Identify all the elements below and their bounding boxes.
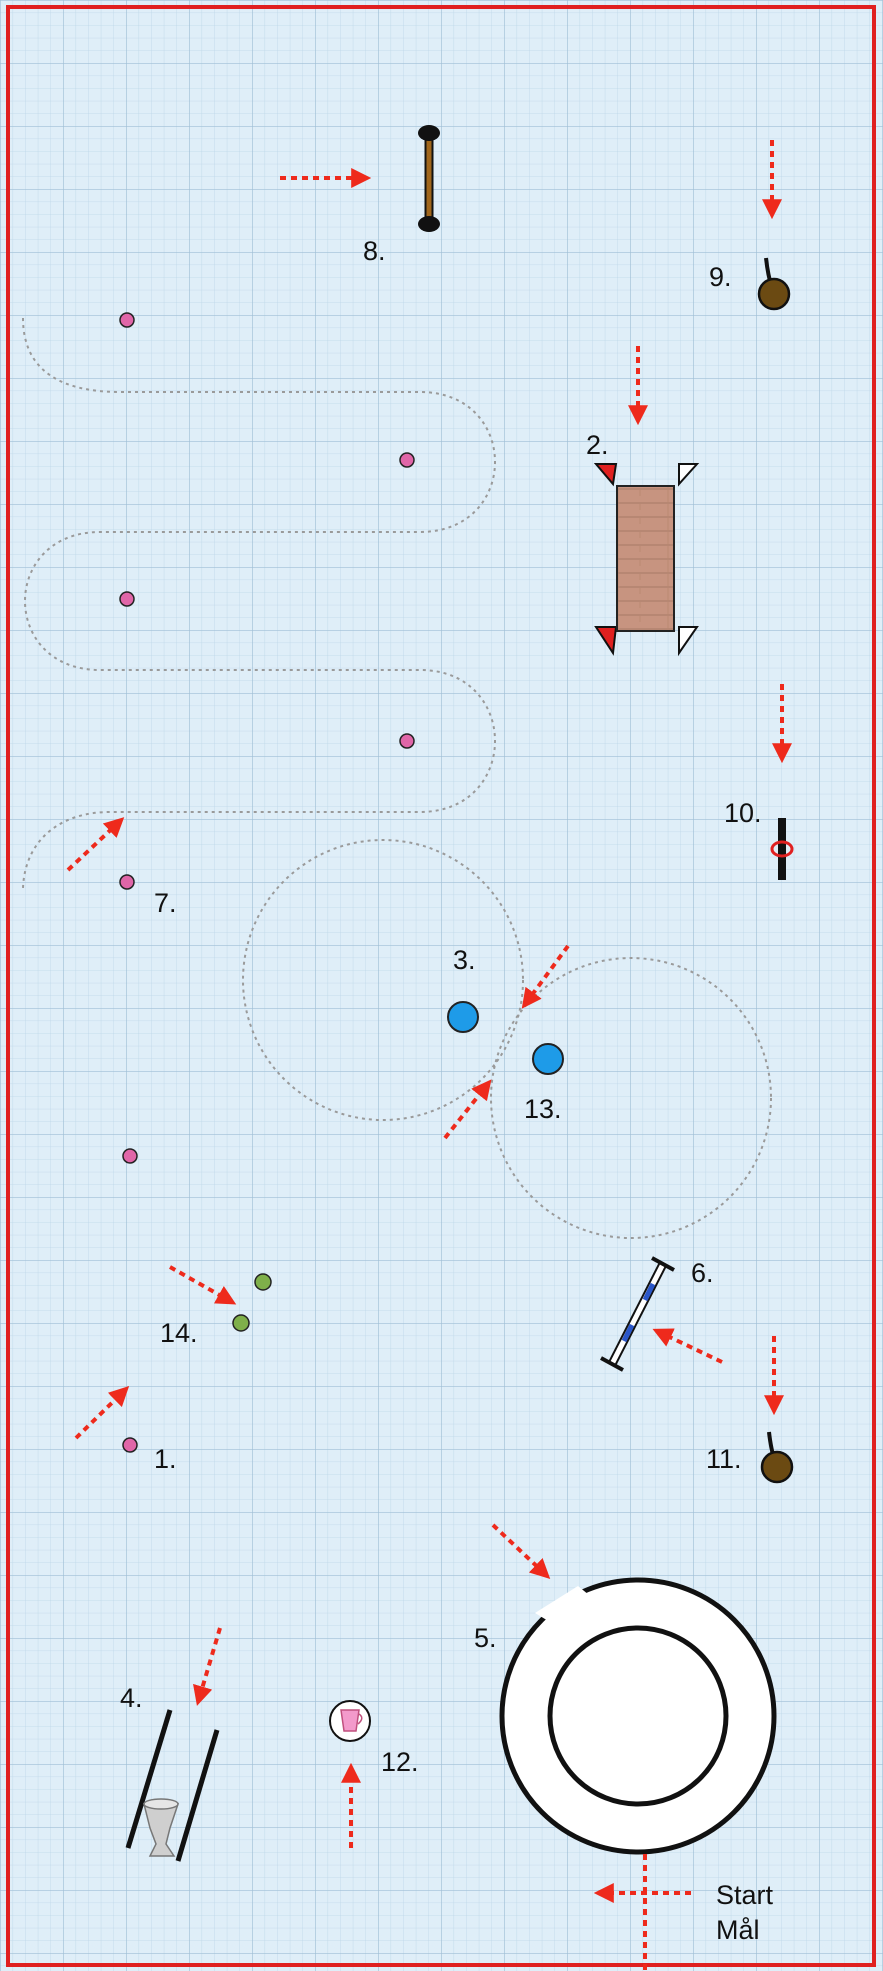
- cone-icon: [123, 1149, 137, 1163]
- label-start: Start: [716, 1880, 774, 1910]
- cone-icon: [120, 592, 134, 606]
- label-obstacle-2: 2.: [586, 430, 609, 460]
- marker-green: [255, 1274, 271, 1290]
- label-obstacle-5: 5.: [474, 1623, 497, 1653]
- label-obstacle-1: 1.: [154, 1444, 177, 1474]
- cone-icon: [400, 734, 414, 748]
- label-obstacle-11: 11.: [706, 1444, 742, 1474]
- label-finish: Mål: [716, 1915, 760, 1945]
- cone-icon: [120, 313, 134, 327]
- label-obstacle-4: 4.: [120, 1683, 143, 1713]
- marker-green: [233, 1315, 249, 1331]
- cone-icon: [400, 453, 414, 467]
- label-obstacle-8: 8.: [363, 236, 386, 266]
- label-obstacle-9: 9.: [709, 262, 732, 292]
- label-obstacle-3: 3.: [453, 945, 476, 975]
- cone-icon: [123, 1438, 137, 1452]
- label-obstacle-7: 7.: [154, 888, 177, 918]
- marker-blue: [448, 1002, 478, 1032]
- cup-icon: [330, 1701, 370, 1741]
- marker-blue: [533, 1044, 563, 1074]
- ring-icon: [502, 1580, 774, 1852]
- label-obstacle-6: 6.: [691, 1258, 714, 1288]
- label-obstacle-12: 12.: [381, 1747, 419, 1777]
- cone-icon: [120, 875, 134, 889]
- label-obstacle-14: 14.: [160, 1318, 198, 1348]
- label-obstacle-13: 13.: [524, 1094, 562, 1124]
- label-obstacle-10: 10.: [724, 798, 762, 828]
